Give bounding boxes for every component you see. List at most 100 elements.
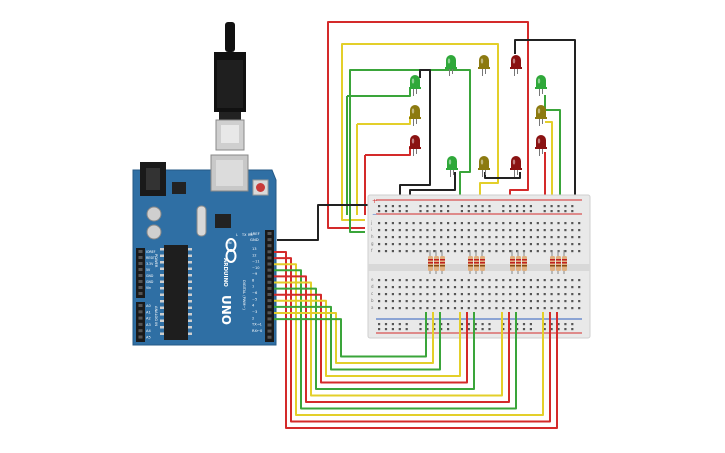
breadboard-hole xyxy=(578,222,581,225)
breadboard-hole xyxy=(571,307,574,310)
header-hole xyxy=(267,262,272,266)
breadboard-hole xyxy=(419,293,422,296)
breadboard-hole xyxy=(488,293,491,296)
breadboard-hole xyxy=(460,243,463,246)
breadboard-hole xyxy=(467,229,470,232)
breadboard-hole xyxy=(426,236,429,239)
breadboard-hole xyxy=(467,279,470,282)
analog-pin-label: A0 xyxy=(146,304,151,308)
breadboard-hole xyxy=(557,307,560,310)
chip-pin xyxy=(188,274,192,277)
breadboard-hole xyxy=(557,286,560,289)
chip-pin xyxy=(188,332,192,335)
breadboard-hole xyxy=(543,222,546,225)
rail-hole xyxy=(405,328,408,331)
header-hole xyxy=(138,292,143,295)
breadboard-hole xyxy=(536,243,539,246)
breadboard-hole xyxy=(543,243,546,246)
rail-hole xyxy=(440,328,443,331)
chip-pin xyxy=(160,274,164,277)
breadboard-hole xyxy=(453,286,457,289)
rail-hole xyxy=(557,328,560,331)
breadboard-hole xyxy=(453,307,457,310)
breadboard-hole xyxy=(516,307,519,310)
breadboard-hole xyxy=(398,243,401,246)
breadboard-hole xyxy=(564,286,567,289)
led xyxy=(478,55,490,76)
breadboard-hole xyxy=(578,307,581,310)
breadboard-hole xyxy=(543,293,546,296)
rail-hole xyxy=(440,323,443,326)
breadboard-hole xyxy=(516,279,519,282)
led xyxy=(409,105,421,126)
breadboard-hole xyxy=(571,229,574,232)
rail-hole xyxy=(467,328,470,331)
header-hole xyxy=(267,268,272,272)
breadboard-hole xyxy=(571,293,574,296)
rail-hole xyxy=(426,210,429,213)
breadboard-hole xyxy=(578,243,581,246)
header-hole xyxy=(267,250,272,254)
row-letter: a xyxy=(371,305,374,310)
row-letter: b xyxy=(371,298,374,303)
breadboard-hole xyxy=(378,236,381,239)
rail-hole xyxy=(564,210,567,213)
header-hole xyxy=(267,238,272,242)
rail-hole xyxy=(571,210,574,213)
breadboard-hole xyxy=(405,300,408,303)
rail-hole xyxy=(516,210,519,213)
power-pin-label: GND xyxy=(146,280,154,284)
rail-hole xyxy=(564,323,567,326)
rail-hole xyxy=(398,328,401,331)
breadboard-hole xyxy=(453,293,457,296)
header-hole xyxy=(138,304,143,307)
breadboard-hole xyxy=(447,286,450,289)
breadboard-hole xyxy=(481,286,484,289)
led xyxy=(409,75,421,96)
breadboard-hole xyxy=(529,236,532,239)
rail-hole xyxy=(474,210,477,213)
breadboard-hole xyxy=(467,286,470,289)
breadboard-hole xyxy=(419,243,422,246)
rail-hole xyxy=(488,210,491,213)
breadboard-hole xyxy=(433,250,436,253)
rail-hole xyxy=(481,328,484,331)
breadboard-hole xyxy=(398,300,401,303)
header-hole xyxy=(267,317,272,321)
breadboard-hole xyxy=(557,222,560,225)
breadboard-hole xyxy=(391,229,394,232)
breadboard-hole xyxy=(488,243,491,246)
breadboard-hole xyxy=(495,293,498,296)
breadboard-hole xyxy=(543,236,546,239)
rail-hole xyxy=(384,323,388,326)
reset-button-cap[interactable] xyxy=(256,183,265,192)
breadboard-hole xyxy=(391,236,394,239)
header-hole xyxy=(267,256,272,260)
aref-label: AREF xyxy=(250,231,260,236)
breadboard-hole xyxy=(384,300,388,303)
breadboard-hole xyxy=(433,229,436,232)
header-hole xyxy=(267,244,272,248)
breadboard-hole xyxy=(522,229,526,232)
board-led-label: RX xyxy=(248,233,253,237)
breadboard-hole xyxy=(398,279,401,282)
breadboard-hole xyxy=(447,236,450,239)
rail-hole xyxy=(543,205,546,208)
breadboard-hole xyxy=(502,222,505,225)
breadboard-hole xyxy=(502,250,505,253)
wire-pin-to-breadboard xyxy=(274,293,468,384)
header-hole xyxy=(267,311,272,315)
rail-hole xyxy=(426,205,429,208)
breadboard-hole xyxy=(426,293,429,296)
chip-pin xyxy=(160,332,164,335)
digital-pin-label: 13 xyxy=(252,247,257,251)
analog-pin-label: A4 xyxy=(146,329,151,333)
breadboard-hole xyxy=(426,250,429,253)
resistors xyxy=(428,250,567,274)
rail-hole xyxy=(433,210,436,213)
breadboard-hole xyxy=(433,293,436,296)
rail-hole xyxy=(557,323,560,326)
breadboard-hole xyxy=(467,250,470,253)
breadboard-hole xyxy=(516,300,519,303)
